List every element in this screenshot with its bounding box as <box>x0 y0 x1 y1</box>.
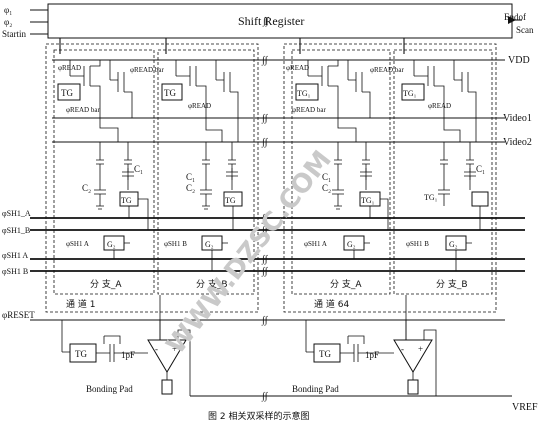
out-left-minus: - <box>155 344 158 354</box>
out-right-minus: - <box>401 344 404 354</box>
ch1-tg-a: TG <box>121 196 132 205</box>
phi2-label: φ₂ <box>4 17 12 27</box>
end-of-scan-label-2: Scan <box>516 25 534 35</box>
ch64-tg-a: TG₁ <box>361 196 375 205</box>
sh-control-lines: φSH1_A φSH1_B φSH1 A φSH1 B ∫∫ ∫∫ ∫∫ ∫∫ <box>2 209 525 277</box>
vref-label: VREF <box>512 402 538 413</box>
shift-register: Shift Register Endof Scan ∫∫ <box>47 3 534 39</box>
clock-lines: φ₁ φ₂ Startin <box>2 5 48 39</box>
ch1-c1-b: C₁ <box>134 164 143 174</box>
shift-register-label: Shift Register <box>238 14 304 28</box>
ch64-sh-b: φSH1 B <box>406 240 429 248</box>
ch64-read-top: φREAD bar <box>370 66 404 74</box>
ch64-read-bar-left: φREAD bar <box>292 106 326 114</box>
ch1-sh-a: φSH1 A <box>66 240 89 248</box>
out-left-tg: TG <box>75 349 87 359</box>
sh2a-label: φSH1 A <box>2 251 28 260</box>
out-right-tg: TG <box>319 349 331 359</box>
ch1-c1-a: C₁ <box>186 172 195 182</box>
ch1-tg2: TG <box>164 88 176 98</box>
channel-64: φREAD φREAD bar φREAD bar φREAD TG₁ TG₁ … <box>283 38 497 340</box>
out-left-cap: 1pF <box>121 350 135 360</box>
ch1-read-right: φREAD <box>188 102 211 110</box>
svg-text:∫∫: ∫∫ <box>262 16 270 27</box>
reset-line: φRESET ∫∫ <box>2 310 505 326</box>
ch64-branch-a: 分 支_A <box>330 278 362 290</box>
output-stage-right: TG 1pF - + Bonding Pad <box>292 320 437 396</box>
channel-1: φREAD φREAD bar φREAD bar φREAD TG TG C₂… <box>45 38 259 340</box>
ch1-read-top: φREAD bar <box>130 66 164 74</box>
ch1-read-left: φREAD <box>58 64 81 72</box>
ch64-branch-b: 分 支_B <box>436 278 468 290</box>
out-right-pad: Bonding Pad <box>292 384 339 394</box>
svg-text:∫∫: ∫∫ <box>261 391 269 402</box>
ch1-g2-a: G₂ <box>107 240 116 249</box>
ch64-c1-a: C₁ <box>322 172 331 182</box>
sh1a-label: φSH1_A <box>2 209 31 218</box>
figure-caption: 图 2 相关双采样的示意图 <box>208 410 309 422</box>
sh2b-label: φSH1 B <box>2 267 28 276</box>
startin-label: Startin <box>2 29 26 39</box>
ch1-c2-a: C₂ <box>82 183 91 193</box>
vdd-rail: VDD ∫∫ <box>52 55 530 66</box>
ch1-branch-a: 分 支_A <box>90 278 122 290</box>
svg-text:∫∫: ∫∫ <box>261 113 269 124</box>
ch64-read-right: φREAD <box>428 102 451 110</box>
out-right-plus: + <box>418 344 423 354</box>
out-left-plus: + <box>172 344 177 354</box>
phi1-label: φ₁ <box>4 5 12 15</box>
svg-text:∫∫: ∫∫ <box>261 137 269 148</box>
vref-rail: ∫∫ VREF <box>190 391 538 413</box>
svg-text:∫∫: ∫∫ <box>261 225 269 236</box>
ch64-tg1-label: TG₁ <box>424 193 438 202</box>
output-stage-left: TG 1pF - + Bonding Pad <box>61 320 191 396</box>
ch1-tg-b: TG <box>225 196 236 205</box>
ch1-g2-b: G₂ <box>205 240 214 249</box>
ch1-branch-b: 分 支_B <box>196 278 228 290</box>
video-rails: Video1 Video2 ∫∫ ∫∫ <box>52 113 532 148</box>
ch64-c2-a: C₂ <box>322 183 331 193</box>
ch1-sh-b: φSH1 B <box>164 240 187 248</box>
video1-label: Video1 <box>503 113 532 124</box>
svg-text:∫∫: ∫∫ <box>261 213 269 224</box>
out-left-pad: Bonding Pad <box>86 384 133 394</box>
reset-label: φRESET <box>2 310 35 320</box>
svg-text:∫∫: ∫∫ <box>261 266 269 277</box>
ch64-c1-b: C₁ <box>476 164 485 174</box>
end-of-scan-label-1: Endof <box>504 12 526 22</box>
ch64-sh-a: φSH1 A <box>304 240 327 248</box>
ch64-g2-a: G₂ <box>347 240 356 249</box>
ch64-name: 通 道 64 <box>314 298 349 310</box>
svg-text:∫∫: ∫∫ <box>261 315 269 326</box>
out-right-cap: 1pF <box>365 350 379 360</box>
ch64-g2-b: G₂ <box>449 240 458 249</box>
ch1-read-bar-left: φREAD bar <box>66 106 100 114</box>
svg-text:∫∫: ∫∫ <box>261 55 269 66</box>
ch64-tg1: TG₁ <box>297 89 311 98</box>
ch1-c2-b: C₂ <box>186 183 195 193</box>
ch64-tg2: TG₁ <box>403 89 417 98</box>
ch64-read-left: φREAD <box>286 64 309 72</box>
vdd-label: VDD <box>508 55 530 66</box>
ch1-name: 通 道 1 <box>66 298 95 310</box>
video2-label: Video2 <box>503 137 532 148</box>
sh1b-label: φSH1_B <box>2 226 30 235</box>
svg-text:∫∫: ∫∫ <box>261 254 269 265</box>
ch1-tg1: TG <box>61 88 73 98</box>
